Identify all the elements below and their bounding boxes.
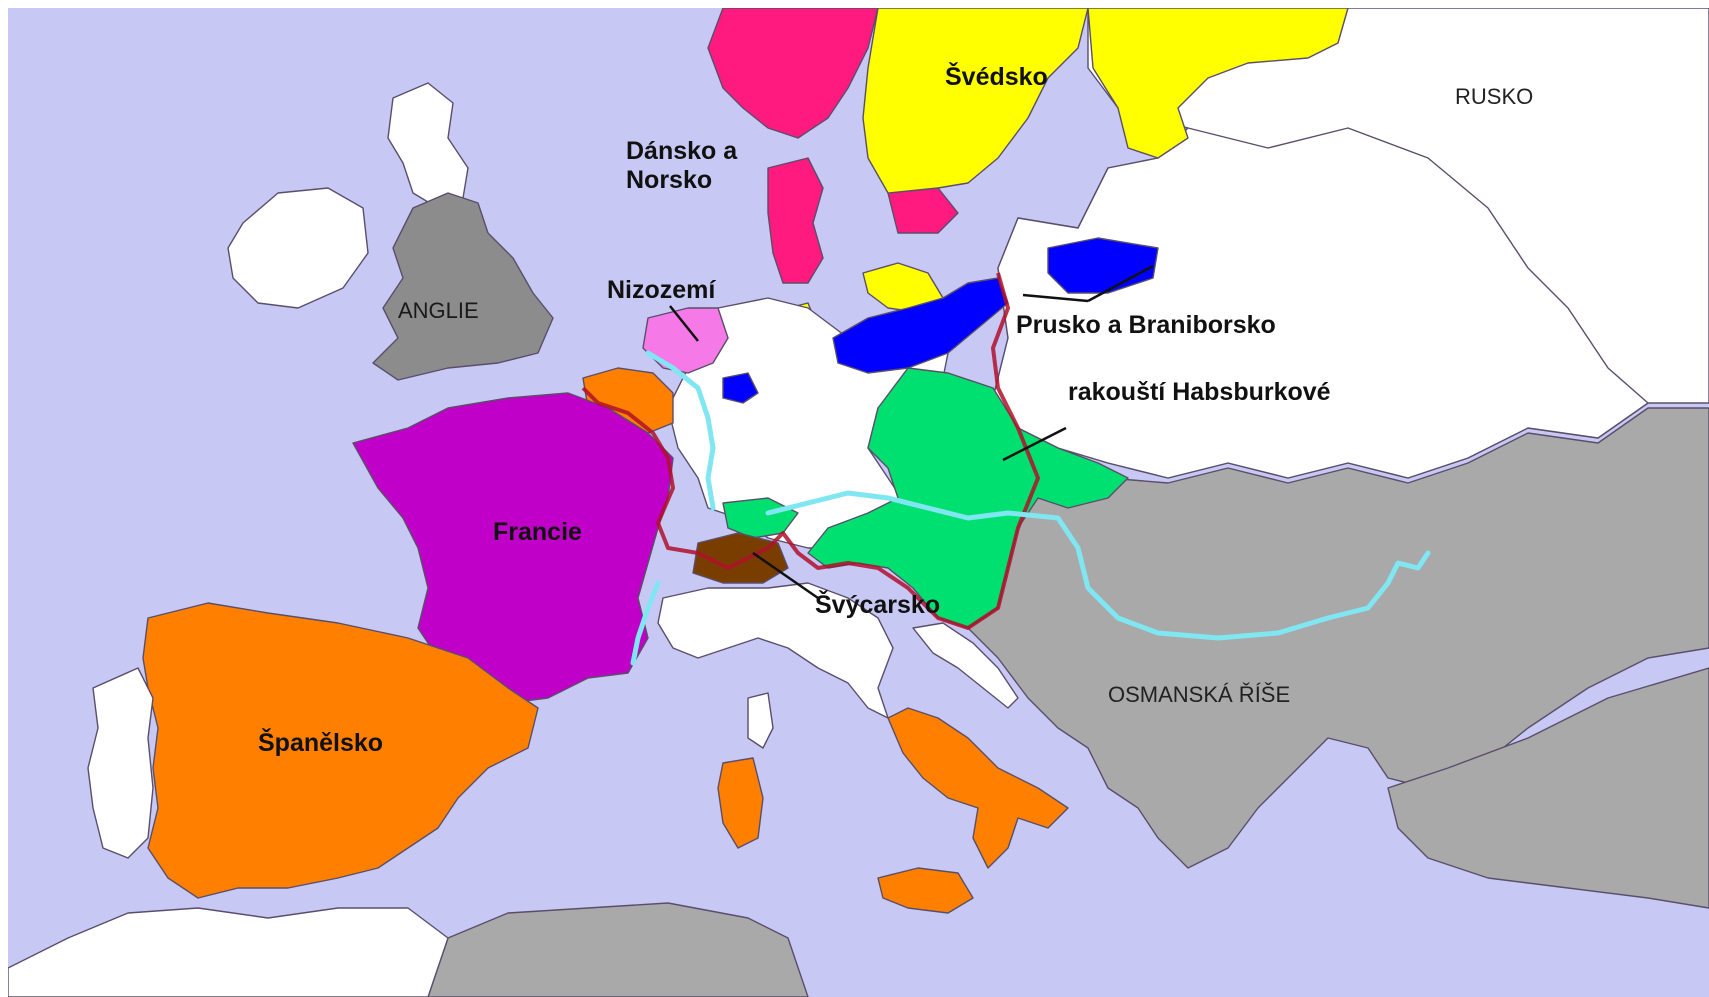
label-prusko: Prusko a Braniborsko	[1016, 311, 1276, 339]
label-svedsko: Švédsko	[945, 63, 1048, 91]
region-anglie	[372, 192, 554, 381]
region-norsko	[707, 8, 879, 139]
label-anglie: ANGLIE	[398, 298, 479, 323]
label-svycarsko: Švýcarsko	[815, 591, 941, 619]
label-dansko-line1: Dánsko a	[626, 137, 738, 165]
leader-habsburkove	[1002, 426, 1067, 462]
region-anatolia	[1387, 667, 1709, 909]
river-dunaj	[765, 490, 1431, 641]
region-dansko	[767, 157, 824, 284]
habsburg-border	[581, 272, 1040, 630]
region-ireland	[227, 187, 369, 309]
label-nizozemi: Nizozemí	[607, 276, 716, 304]
region-svycarsko	[692, 532, 789, 584]
region-korsika	[747, 692, 774, 749]
region-north-africa-ottoman	[427, 902, 809, 997]
region-svedsko	[862, 8, 1089, 194]
label-osmanska: OSMANSKÁ ŘÍŠE	[1108, 682, 1291, 707]
region-italy-north	[657, 582, 894, 719]
region-francie	[352, 392, 674, 704]
europe-map	[8, 8, 1709, 997]
leader-nizozemi	[669, 305, 699, 342]
leader-prusko	[1022, 293, 1089, 303]
leader-prusko-2	[1087, 264, 1154, 303]
label-dansko-line2: Norsko	[626, 166, 713, 194]
region-dalmacie	[912, 622, 1019, 709]
region-spanelsko	[142, 602, 539, 899]
label-spanelsko: Španělsko	[258, 729, 384, 757]
region-baltic-white	[992, 127, 1649, 479]
region-italy-south	[887, 707, 1069, 869]
label-francie: Francie	[493, 518, 582, 546]
river-rynsky	[645, 350, 716, 511]
region-sicilie	[877, 867, 974, 914]
leader-svycarsko	[752, 551, 819, 600]
region-prusko-kleve	[722, 372, 759, 404]
region-svedsko-finland	[1087, 8, 1349, 159]
region-north-africa-white	[8, 907, 449, 997]
region-sardinie	[717, 757, 764, 849]
label-habsburkove: rakouští Habsburkové	[1068, 378, 1331, 406]
region-portugalsko	[87, 667, 154, 859]
label-rusko: RUSKO	[1455, 84, 1534, 109]
river-rhone	[630, 580, 661, 666]
map-frame: Švédsko RUSKO Dánsko a Norsko Nizozemí A…	[8, 8, 1709, 997]
